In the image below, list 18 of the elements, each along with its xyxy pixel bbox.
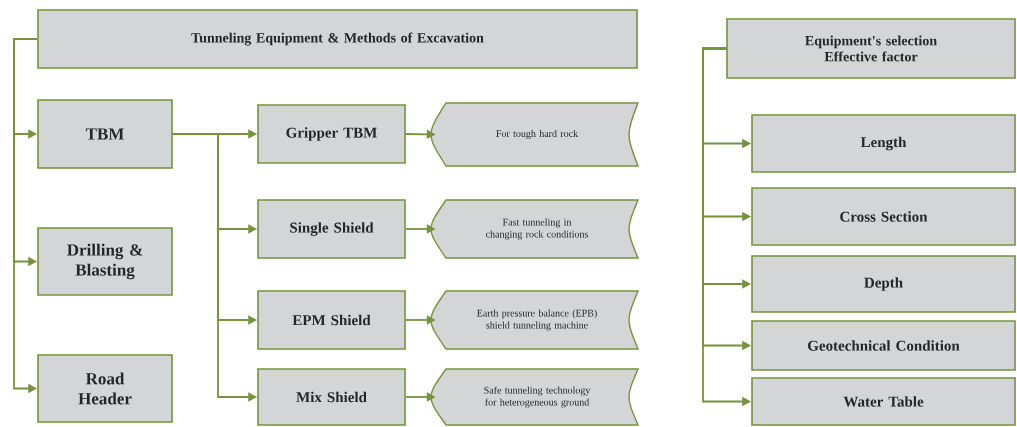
process-box: Cross Section: [751, 187, 1016, 246]
process-box: Road Header: [37, 354, 173, 423]
process-box: Tunneling Equipment & Methods of Excavation: [37, 9, 638, 69]
process-box: TBM: [37, 99, 173, 169]
process-box: Gripper TBM: [257, 104, 406, 164]
description-banner: Earth pressure balance (EPB) shield tunneling machine: [430, 290, 639, 350]
process-box: Equipment's selection Effective factor: [726, 18, 1016, 79]
process-box: Water Table: [751, 377, 1016, 426]
description-banner: Safe tunneling technology for heterogeneous ground: [430, 368, 639, 426]
process-box: Length: [751, 114, 1016, 173]
process-box: Depth: [751, 255, 1016, 313]
process-box: Drilling & Blasting: [37, 227, 173, 296]
process-box: EPM Shield: [257, 290, 406, 350]
process-box: Geotechnical Condition: [751, 320, 1016, 371]
process-box: Single Shield: [257, 199, 406, 259]
process-box: Mix Shield: [257, 368, 406, 426]
description-banner: For tough hard rock: [430, 102, 639, 167]
description-banner: Fast tunneling in changing rock conditions: [430, 199, 639, 259]
